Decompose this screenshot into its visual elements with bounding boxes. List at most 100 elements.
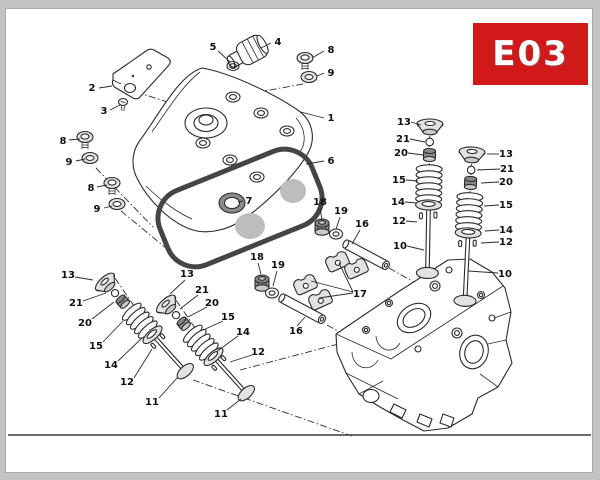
cover-bolt: [76, 130, 94, 150]
leader-line: [217, 50, 231, 63]
leader-line: [310, 280, 354, 293]
leader-line: [215, 335, 239, 353]
leader-line: [335, 216, 341, 230]
leader-line: [237, 200, 244, 203]
leader-line: [91, 301, 115, 320]
shaft-cap: [314, 218, 330, 236]
callout-label: 13: [499, 149, 513, 160]
leader-line: [117, 337, 143, 362]
leader-line: [351, 229, 361, 245]
callout-label: 16: [355, 219, 369, 230]
callout-label: 8: [328, 45, 335, 56]
callout-label: 20: [205, 298, 219, 309]
callout-label: 4: [275, 37, 282, 48]
breather-union: [226, 34, 269, 68]
leader-line: [74, 276, 94, 281]
callout-label: 17: [353, 289, 367, 300]
leader-line: [409, 138, 426, 143]
leader-line: [133, 348, 153, 379]
callout-label: 14: [104, 360, 118, 371]
callout-label: 15: [89, 341, 103, 352]
axis-line: [192, 379, 353, 437]
callout-label: 8: [60, 136, 67, 147]
callout-label: 6: [328, 156, 335, 167]
callout-label: 18: [313, 197, 327, 208]
leader-line: [260, 42, 272, 49]
callout-label: 9: [328, 68, 335, 79]
cover-gasket: [155, 146, 325, 270]
section-code-badge: E03: [473, 23, 588, 85]
callout-label: 21: [396, 134, 410, 145]
leader-line: [272, 270, 278, 287]
leader-line: [96, 184, 108, 188]
callout-label: 20: [499, 177, 513, 188]
callout-label: 21: [500, 164, 514, 175]
leader-line: [103, 205, 113, 209]
leader-lines: [68, 42, 501, 411]
callout-label: 13: [180, 269, 194, 280]
callout-label: 5: [210, 42, 217, 53]
leader-line: [410, 121, 422, 126]
leader-line: [68, 138, 81, 141]
leader-line: [229, 354, 253, 363]
leader-line: [305, 160, 325, 165]
callout-label: 12: [392, 216, 406, 227]
shaft-washer: [264, 287, 280, 299]
leader-line: [257, 262, 262, 275]
callout-label: 14: [236, 327, 250, 338]
callout-label: 20: [78, 318, 92, 329]
leader-line: [405, 220, 418, 223]
callout-label: 9: [66, 157, 73, 168]
callout-label: 12: [499, 237, 513, 248]
callout-label: 3: [101, 106, 108, 117]
leader-line: [300, 111, 325, 119]
callout-label: 2: [89, 83, 96, 94]
leader-line: [296, 316, 306, 327]
callout-label: 15: [392, 175, 406, 186]
leader-line: [407, 152, 424, 156]
callout-label: 10: [393, 241, 407, 252]
callout-label: 21: [69, 298, 83, 309]
leader-line: [405, 179, 419, 182]
leader-line: [202, 320, 224, 331]
leader-line: [109, 104, 121, 111]
callout-label: 11: [214, 409, 228, 420]
leader-line: [318, 292, 354, 299]
axis-line: [120, 210, 173, 254]
leader-line: [480, 181, 500, 184]
leader-line: [467, 270, 499, 274]
cover-bolt: [103, 176, 121, 196]
callout-label: 18: [250, 252, 264, 263]
plug-tube-seal: [218, 192, 246, 214]
callout-label: 13: [397, 117, 411, 128]
callout-label: 12: [251, 347, 265, 358]
shaft-washer: [328, 228, 344, 240]
rocker-arm: [291, 272, 319, 297]
leader-line: [179, 294, 199, 310]
leader-line: [98, 85, 113, 89]
leader-line: [187, 306, 208, 318]
bolt-washer: [108, 197, 126, 211]
leader-line: [158, 376, 179, 399]
leader-line: [476, 168, 501, 171]
shaft-cap: [254, 274, 270, 292]
callout-label: 12: [120, 377, 134, 388]
leader-line: [75, 158, 86, 162]
leader-line: [102, 320, 124, 343]
leader-line: [406, 245, 425, 251]
valve-assembly-right-1: [413, 118, 444, 280]
callout-label: 7: [246, 196, 253, 207]
bracket-screw: [117, 97, 129, 112]
leader-line: [226, 398, 242, 411]
cylinder-head-casting: [335, 258, 513, 432]
axis-line: [239, 332, 381, 371]
leader-line: [484, 229, 500, 232]
o-ring: [226, 60, 240, 72]
valve-assembly-left-2: [153, 291, 260, 406]
leader-line: [311, 50, 325, 59]
callout-label: 1: [328, 113, 335, 124]
leader-line: [82, 292, 107, 302]
